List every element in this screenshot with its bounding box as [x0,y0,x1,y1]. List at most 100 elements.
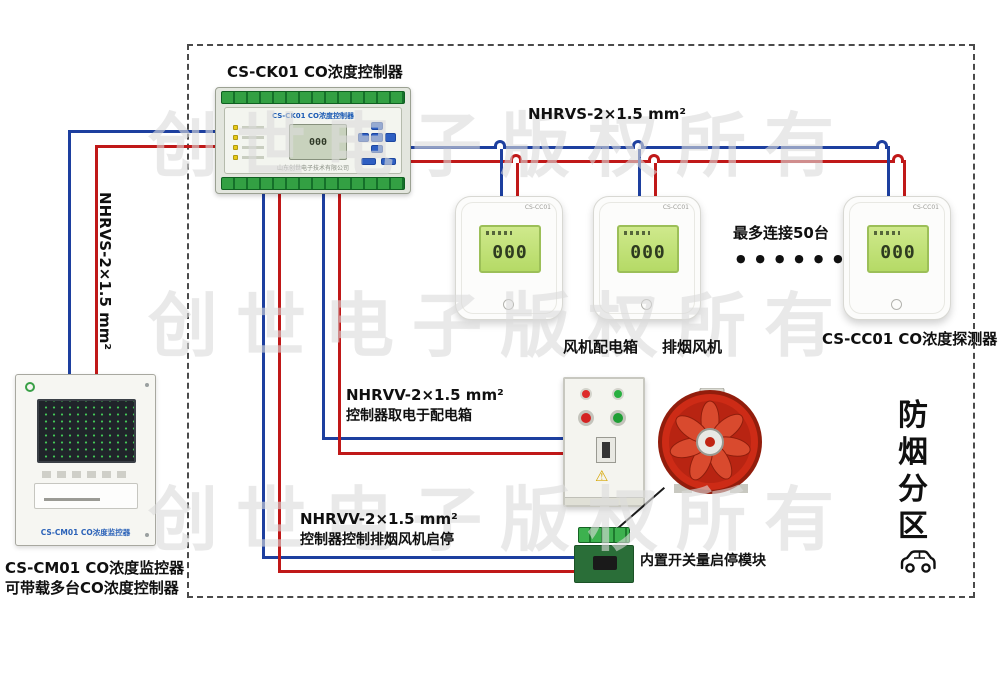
terminal-strip-bottom [221,177,405,190]
left-cable-label: NHRVS-2×1.5 mm² [96,192,114,350]
wire-drop-red-detector1 [516,160,519,200]
monitor-device-label: CS-CM01 CO浓度监控器 [40,528,131,537]
warning-icon: ⚠ [595,467,609,485]
brand-logo-icon [891,299,902,310]
led-label-line [242,126,264,129]
wire-loop [892,154,904,163]
module-terminals [578,527,630,543]
max-connect-note: 最多连接50台 [733,224,829,242]
wire-bus-blue-top [410,146,890,149]
co-detector-1: CS-CC01 000 [455,196,563,320]
wire-red-to-powerbox-h [338,452,563,455]
detector-lcd: 000 [867,225,929,273]
wire-drop-red-detector2 [654,160,657,200]
status-led [233,135,238,140]
wire-loop [876,140,888,149]
green-indicator-light [612,388,624,400]
manufacturer-text: 山东创世电子技术有限公司 [276,165,349,172]
fan-box-label: 风机配电箱 [563,338,639,356]
module-label: 内置开关量启停模块 [640,553,766,569]
wire-blue-to-module-h [262,556,575,559]
wire-blue-to-powerbox-v [322,193,325,440]
up-button[interactable] [371,122,383,130]
wire-red-to-powerbox-v [338,193,341,455]
brand-logo-icon [503,299,514,310]
lcd-icon-bar [874,231,900,235]
status-led [233,125,238,130]
wire-loop [510,154,522,163]
fan-label: 排烟风机 [662,338,723,356]
wire-red-to-module-v [278,193,281,573]
led-label-line [242,156,264,159]
start-button[interactable] [610,410,626,426]
relay-chip [593,556,617,570]
wire-blue-to-monitor-v [68,130,71,378]
wire-loop [648,154,660,163]
printer-slot [34,483,138,509]
box-base [565,497,643,505]
wire-drop-blue-detector2 [638,146,641,200]
monitor-led-screen [37,399,136,463]
detector-model: CS-CC01 [662,204,689,211]
switch-module [574,527,634,583]
wire-blue-to-powerbox-h [322,437,563,440]
terminal-strip-top [221,91,405,104]
set-button[interactable] [361,158,376,165]
right-button[interactable] [385,133,396,142]
detector-caption: CS-CC01 CO浓度探测器 [822,330,998,348]
detector-bezel [599,202,695,314]
detector-lcd-value: 000 [880,242,916,263]
led-label-line [242,136,264,139]
fan-power-box: ⚠ [563,377,645,507]
car-icon [897,547,939,579]
down-button[interactable] [371,145,383,153]
paper-slit [44,498,100,501]
wire-drop-blue-detector3 [887,146,890,200]
detector-bezel [461,202,557,314]
controller-lcd-value: 000 [308,136,328,148]
wire-drop-red-detector3 [903,160,906,200]
power-cable-label-line1: NHRVV-2×1.5 mm² [346,386,504,404]
lcd-icon-bar [486,231,512,235]
fan-cable-label-line1: NHRVV-2×1.5 mm² [300,510,458,528]
smoke-zone-boundary [187,44,975,598]
monitor-caption-line1: CS-CM01 CO浓度监控器 [5,559,185,577]
co-controller-device: CS-CK01 CO浓度控制器 000 山东创世电子技术有限公司 [215,87,411,194]
left-button[interactable] [358,133,369,142]
controller-panel-label: CS-CK01 CO浓度控制器 [271,112,355,120]
status-led [233,145,238,150]
exhaust-fan-image [644,387,776,496]
top-cable-label: NHRVS-2×1.5 mm² [528,105,686,123]
detector-lcd-value: 000 [630,242,666,263]
monitor-buttons-row[interactable] [42,471,132,478]
module-body [574,545,634,583]
wire-blue-to-monitor-h [68,130,216,133]
ok-button[interactable] [371,133,383,142]
wire-blue-to-module-v [262,193,265,559]
status-led [233,155,238,160]
monitor-caption-line2: 可带载多台CO浓度控制器 [5,579,179,597]
brand-logo-icon [641,299,652,310]
wire-red-to-module-h [278,570,575,573]
wire-red-to-monitor-v [95,145,98,378]
detector-bezel [849,202,945,314]
wire-loop [494,140,506,149]
screw [145,383,149,387]
screw [145,533,149,537]
menu-button[interactable] [381,158,396,165]
breaker-window [596,437,616,463]
detector-model: CS-CC01 [524,204,551,211]
fan-cable-label-line2: 控制器控制排烟风机启停 [300,532,454,548]
stop-button[interactable] [578,410,594,426]
detector-model: CS-CC01 [912,204,939,211]
red-indicator-light [580,388,592,400]
smoke-zone-label: 防烟分区 [898,398,928,544]
power-cable-label-line2: 控制器取电于配电箱 [346,408,472,424]
co-detector-2: CS-CC01 000 [593,196,701,320]
controller-face: CS-CK01 CO浓度控制器 000 山东创世电子技术有限公司 [224,107,402,174]
detector-lcd: 000 [479,225,541,273]
co-detector-3: CS-CC01 000 [843,196,951,320]
wire-red-to-monitor-h [95,145,216,148]
controller-title: CS-CK01 CO浓度控制器 [227,63,403,81]
